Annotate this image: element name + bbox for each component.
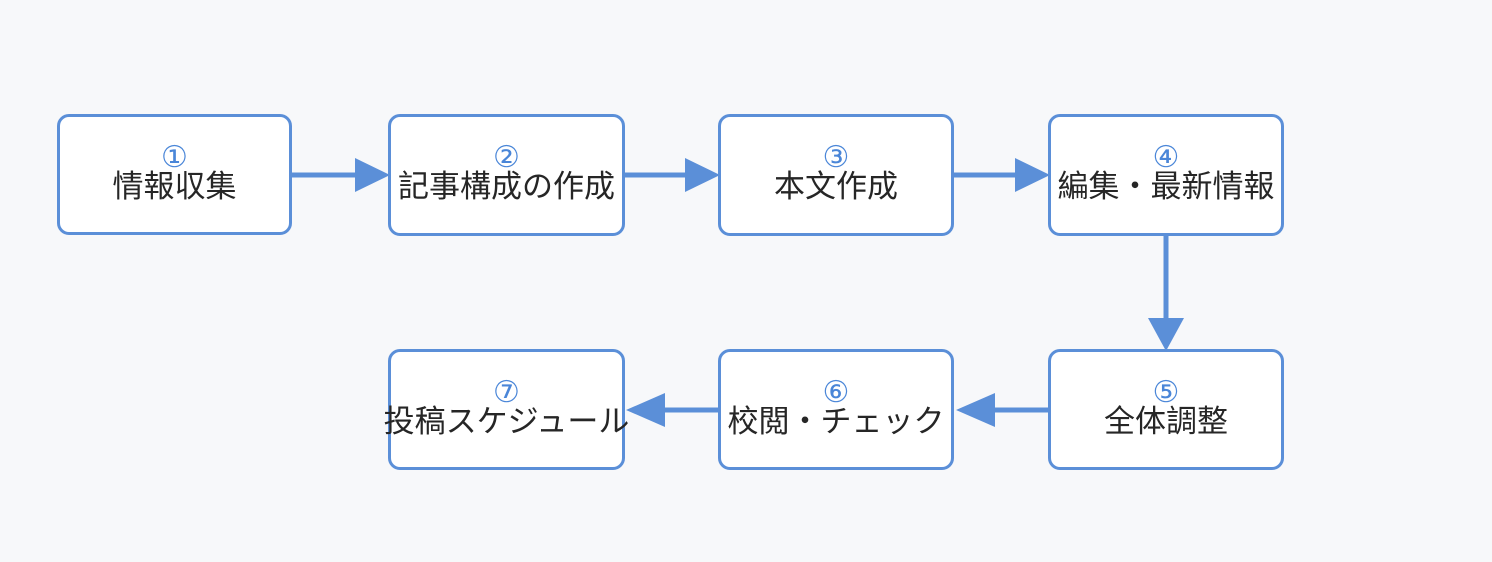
edge-5-to-6 [956, 393, 1048, 427]
flow-node-2-content: ② 記事構成の作成 [391, 140, 622, 205]
flow-node-6-label: 校閲・チェック [727, 403, 945, 440]
flow-node-3-label: 本文作成 [774, 169, 898, 205]
flow-node-1-content: ① 情報収集 [60, 139, 289, 205]
flow-node-2-label: 記事構成の作成 [398, 169, 615, 205]
flow-node-5-label: 全体調整 [1104, 403, 1228, 440]
flow-node-2-number: ② [493, 140, 520, 176]
flow-node-5-number: ⑤ [1152, 374, 1180, 410]
flow-node-1-label: 情報収集 [112, 168, 237, 205]
flow-node-7-content: ⑦ 投稿スケジュール [384, 374, 630, 440]
edge-6-to-7 [626, 393, 718, 427]
flow-node-5-content: ⑤ 全体調整 [1051, 374, 1281, 440]
flow-node-4[interactable]: ④ 編集・最新情報 [1048, 114, 1284, 236]
flow-node-5[interactable]: ⑤ 全体調整 [1048, 349, 1284, 470]
flow-node-7-label: 投稿スケジュール [383, 403, 630, 440]
flow-node-4-number: ④ [1152, 140, 1180, 176]
flow-node-3-content: ③ 本文作成 [721, 140, 951, 205]
edge-3-to-4 [954, 158, 1050, 192]
flow-node-4-label: 編集・最新情報 [1057, 169, 1275, 205]
flow-node-3-number: ③ [822, 140, 850, 176]
flow-node-3[interactable]: ③ 本文作成 [718, 114, 954, 236]
flow-node-2[interactable]: ② 記事構成の作成 [388, 114, 625, 236]
flow-node-4-content: ④ 編集・最新情報 [1051, 140, 1281, 205]
flow-node-1[interactable]: ① 情報収集 [57, 114, 292, 235]
edge-1-to-2 [292, 158, 390, 192]
flow-node-7[interactable]: ⑦ 投稿スケジュール [384, 349, 630, 470]
flow-node-6-content: ⑥ 校閲・チェック [721, 374, 951, 440]
edge-4-to-5 [1148, 236, 1184, 351]
edge-2-to-3 [625, 158, 720, 192]
flow-node-6[interactable]: ⑥ 校閲・チェック [718, 349, 954, 470]
flow-node-7-number: ⑦ [493, 374, 520, 410]
flow-node-1-number: ① [161, 139, 188, 175]
flow-node-6-number: ⑥ [822, 374, 850, 410]
